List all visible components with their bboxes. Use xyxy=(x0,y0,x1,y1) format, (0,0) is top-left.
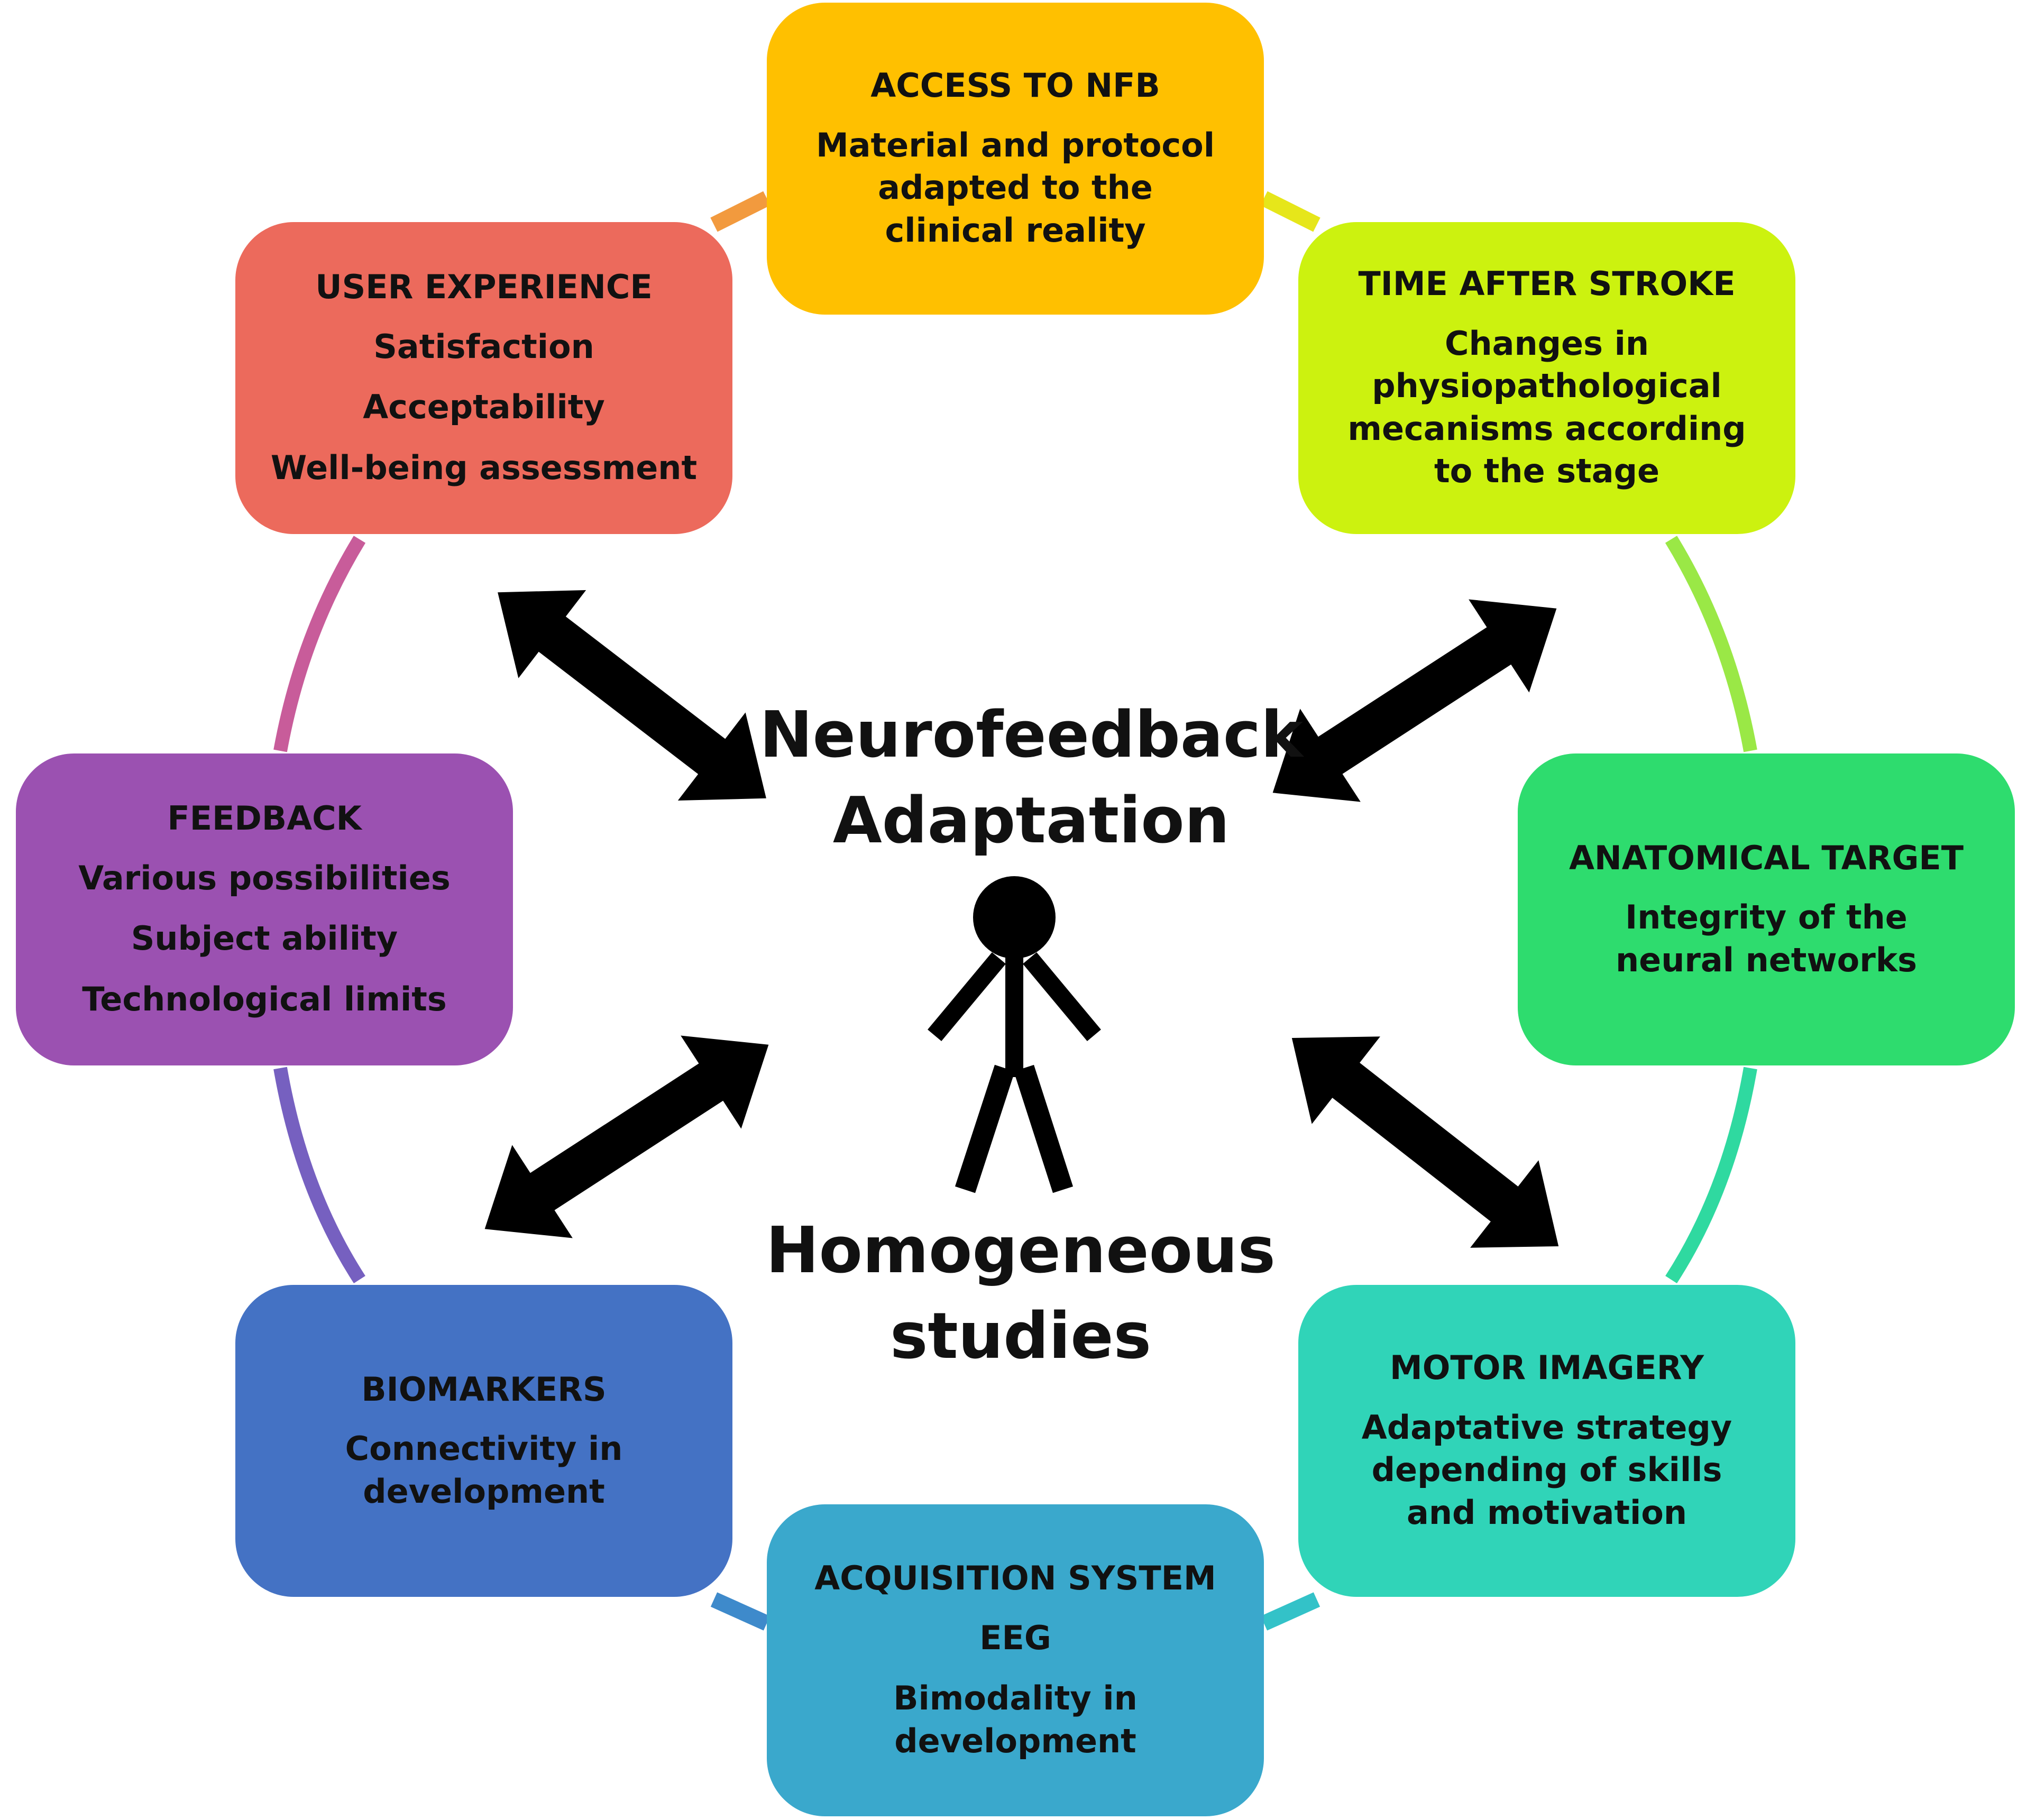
ring-segment-motor-acquisition xyxy=(1260,1592,1320,1631)
box-line: Bimodality in development xyxy=(893,1679,1138,1761)
box-line: Technological limits xyxy=(82,980,447,1019)
ring-segment-feedback-user xyxy=(273,536,366,752)
center-title-top: Neurofeedback Adaptation xyxy=(687,693,1375,864)
box-line: Subject ability xyxy=(131,919,398,958)
box-line: Material and protocol adapted to the cli… xyxy=(815,125,1215,250)
box-line: Satisfaction xyxy=(373,327,594,366)
box-line: Connectivity in development xyxy=(345,1429,623,1511)
center-title-line: Adaptation xyxy=(832,784,1230,858)
box-line: Integrity of the neural networks xyxy=(1616,898,1917,979)
center-title-bottom: Homogeneous studies xyxy=(677,1208,1364,1380)
box-title: USER EXPERIENCE xyxy=(315,268,653,307)
box-title: ANATOMICAL TARGET xyxy=(1569,838,1964,877)
box-line: Various possibilities xyxy=(78,858,451,897)
box-title: MOTOR IMAGERY xyxy=(1390,1348,1704,1387)
box-line: Adaptative strategy depending of skills … xyxy=(1361,1408,1732,1532)
box-title: ACQUISITION SYSTEM xyxy=(814,1559,1216,1598)
box-title: BIOMARKERS xyxy=(361,1369,607,1409)
box-anatomical-target: ANATOMICAL TARGET Integrity of the neura… xyxy=(1518,753,2015,1065)
box-time-after-stroke: TIME AFTER STROKE Changes in physiopatho… xyxy=(1298,222,1795,534)
box-title: ACCESS TO NFB xyxy=(870,66,1160,105)
box-line: Well-being assessment xyxy=(270,448,698,488)
box-biomarkers: BIOMARKERS Connectivity in development xyxy=(235,1285,732,1597)
box-feedback: FEEDBACK Various possibilities Subject a… xyxy=(16,753,513,1065)
box-user-experience: USER EXPERIENCE Satisfaction Acceptabili… xyxy=(235,222,732,534)
box-acquisition-system: ACQUISITION SYSTEM EEG Bimodality in dev… xyxy=(767,1504,1264,1816)
stick-figure-icon xyxy=(928,876,1101,1193)
ring-segment-biomarkers-feedback xyxy=(273,1067,365,1284)
center-title-line: Homogeneous xyxy=(766,1214,1276,1288)
center-title-line: Neurofeedback xyxy=(759,698,1303,772)
box-access-to-nfb: ACCESS TO NFB Material and protocol adap… xyxy=(767,3,1264,315)
box-line: EEG xyxy=(979,1618,1051,1657)
ring-segment-access-time xyxy=(1260,191,1320,232)
ring-segment-acquisition-biomarkers xyxy=(710,1592,771,1631)
box-title: FEEDBACK xyxy=(167,799,362,838)
ring-segment-anatomical-motor xyxy=(1665,1067,1757,1284)
ring-segment-user-access xyxy=(710,191,771,232)
center-title-line: studies xyxy=(889,1300,1152,1373)
box-line: Changes in physiopathological mecanisms … xyxy=(1347,324,1746,491)
ring-segment-time-anatomical xyxy=(1665,536,1757,752)
box-motor-imagery: MOTOR IMAGERY Adaptative strategy depend… xyxy=(1298,1285,1795,1597)
box-title: TIME AFTER STROKE xyxy=(1358,264,1736,304)
box-line: Acceptability xyxy=(363,388,605,427)
